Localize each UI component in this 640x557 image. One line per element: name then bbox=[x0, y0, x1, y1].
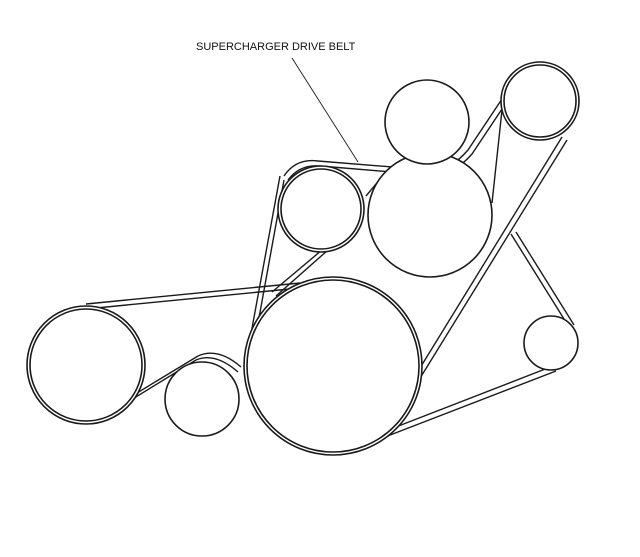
idler-lower bbox=[164, 361, 240, 437]
right-idler bbox=[523, 315, 579, 371]
supercharger-pulley bbox=[367, 152, 493, 278]
belt-span-crank-to-right-idler-inner bbox=[382, 365, 554, 433]
callout-leader-line bbox=[291, 57, 359, 163]
belt-span-crank-to-upper-right-inner bbox=[408, 139, 568, 397]
belt-span-crank-to-mid-idler bbox=[247, 175, 281, 351]
belt-span-right-idler-to-upper-inner bbox=[510, 233, 570, 328]
belt-span-right-idler-to-upper bbox=[515, 231, 575, 326]
belt-span-mid-idler-down-inner bbox=[271, 249, 323, 293]
belt-span-crank-to-right-idler bbox=[384, 370, 557, 438]
belt-span-upper-left bbox=[85, 282, 301, 305]
supercharger-belt-right-strand bbox=[491, 109, 503, 204]
left-pulley-rim bbox=[29, 308, 143, 422]
idler-mid-rim bbox=[280, 168, 362, 250]
belt-span-crank-to-upper-right bbox=[403, 136, 563, 395]
top-pulley bbox=[384, 79, 470, 165]
belt-span-idler-to-crank bbox=[195, 357, 239, 373]
crank-pulley-rim bbox=[246, 279, 420, 453]
pulley-group bbox=[26, 61, 580, 456]
belt-span-idler-to-crank-inner bbox=[197, 352, 242, 368]
supercharger-drive-belt-label: SUPERCHARGER DRIVE BELT bbox=[196, 41, 356, 53]
upper-right-pulley-rim bbox=[503, 64, 577, 138]
belt-span-mid-idler-down bbox=[275, 249, 329, 297]
